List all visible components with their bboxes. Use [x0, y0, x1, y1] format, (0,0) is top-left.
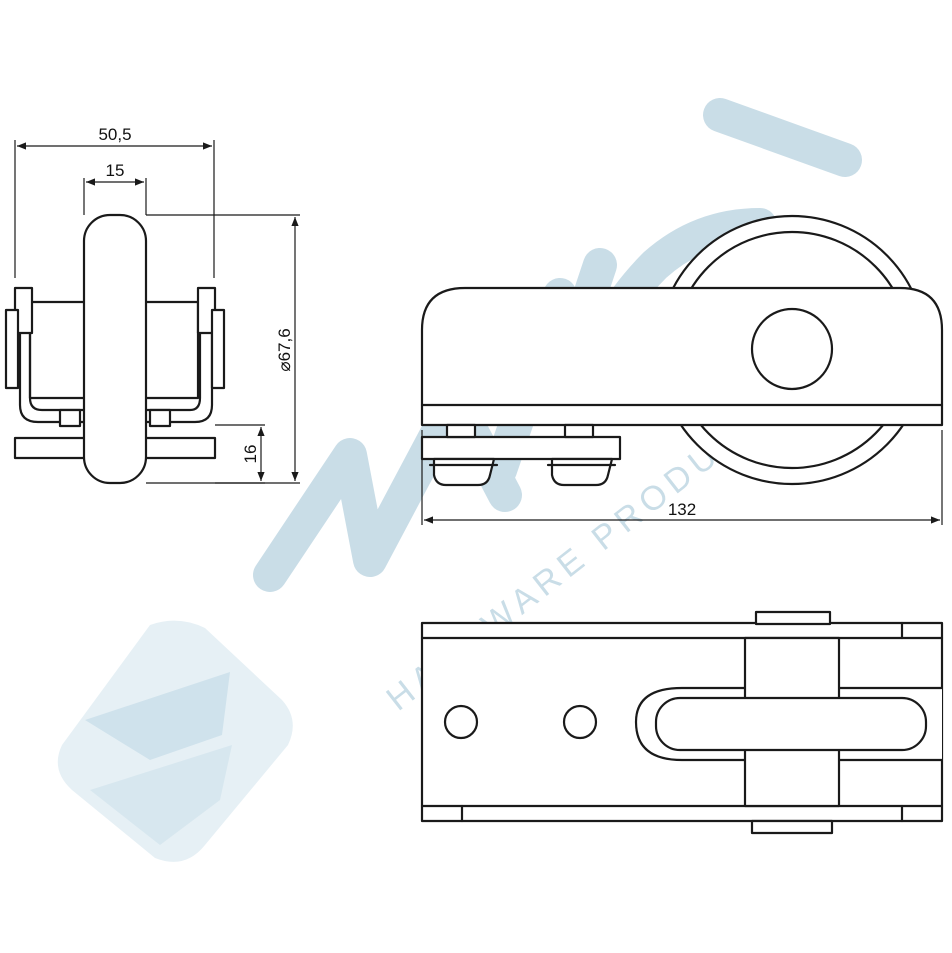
dim-wheel-width: 15	[106, 161, 125, 180]
dim-length: 132	[668, 500, 696, 519]
dim-base-height: 16	[241, 445, 260, 464]
side-view: 132	[420, 214, 944, 525]
dim-wheel-diameter: ⌀67,6	[275, 328, 294, 371]
dim-overall-width: 50,5	[98, 125, 131, 144]
side-view-bolt-right	[563, 423, 595, 439]
end-view-wheel	[82, 213, 148, 485]
side-view-bolt-left	[445, 423, 477, 439]
top-view-wheel	[654, 696, 928, 752]
end-view-tab-left	[4, 308, 20, 390]
top-view-hole-left	[443, 704, 479, 740]
end-view-bolt-left	[58, 408, 82, 428]
top-view-axle-cap-top	[754, 610, 832, 626]
top-view-hole-right	[562, 704, 598, 740]
end-view-bolt-right	[148, 408, 172, 428]
watermark-logo-icon	[57, 620, 293, 862]
end-view-tab-right	[210, 308, 226, 390]
end-view: 50,5 15 ⌀67,6 16	[4, 125, 300, 485]
side-view-nut-left	[432, 457, 496, 487]
side-view-hub	[750, 307, 834, 391]
side-view-base-plate	[420, 435, 622, 461]
side-view-nut-right	[550, 457, 614, 487]
top-view-axle-cap-bottom	[750, 819, 834, 835]
top-view	[420, 610, 944, 835]
